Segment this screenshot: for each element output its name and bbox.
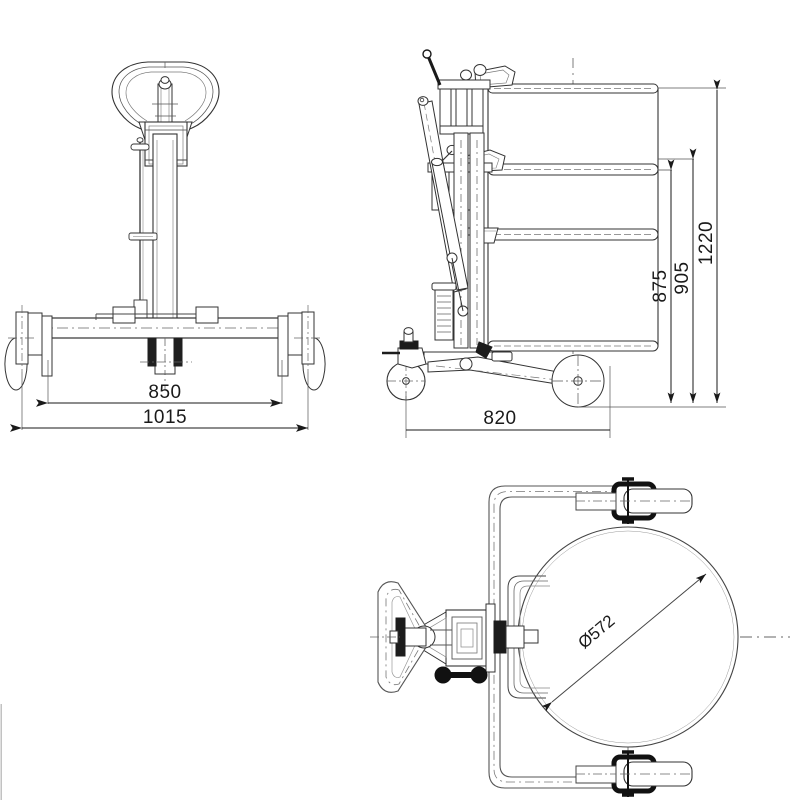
dimension-820-label: 820 [483, 408, 516, 429]
side-view-rear-wheel [551, 354, 605, 408]
front-view [4, 61, 326, 391]
pump-lever [417, 96, 469, 317]
hydraulic-pump-cylinder [431, 282, 457, 341]
base-beam [35, 306, 295, 339]
drum-hoop-top [487, 83, 659, 94]
release-rod [128, 137, 158, 321]
drum-hoop-upper [487, 163, 659, 176]
dimension-905: 905 [672, 148, 697, 403]
side-mast-column [453, 132, 485, 349]
dimension-905-label: 905 [672, 261, 693, 294]
hydraulic-mast [152, 133, 178, 321]
plan-tiller-handle [370, 581, 452, 693]
drum-body [487, 83, 659, 352]
upper-clamp-head [422, 49, 516, 135]
dimension-875-label: 875 [650, 269, 671, 302]
side-view [382, 49, 659, 408]
plan-view-lower-wheel [575, 750, 693, 797]
dimension-875: 875 [650, 159, 675, 403]
side-view-vertical-dimensions: 875 905 1220 [578, 79, 726, 408]
drum-hoop-bottom [487, 340, 659, 352]
dimension-1015-label: 1015 [143, 407, 187, 428]
dimension-1015: 1015 [10, 407, 308, 432]
plan-view-upper-wheel [575, 477, 693, 524]
front-view-left-wheel [4, 305, 53, 391]
dimension-1220: 1220 [696, 79, 721, 403]
center-foot [140, 337, 192, 375]
dimension-850: 850 [36, 382, 282, 407]
foot-pedal [434, 666, 488, 684]
dimension-1220-label: 1220 [696, 221, 717, 265]
drum-hoop-lower [487, 228, 659, 241]
dimension-820: 820 [405, 366, 611, 438]
front-view-dimensions: 850 1015 [10, 360, 309, 432]
front-view-right-wheel [277, 305, 326, 391]
dimension-850-label: 850 [148, 382, 181, 403]
plan-view-drum [517, 526, 739, 748]
